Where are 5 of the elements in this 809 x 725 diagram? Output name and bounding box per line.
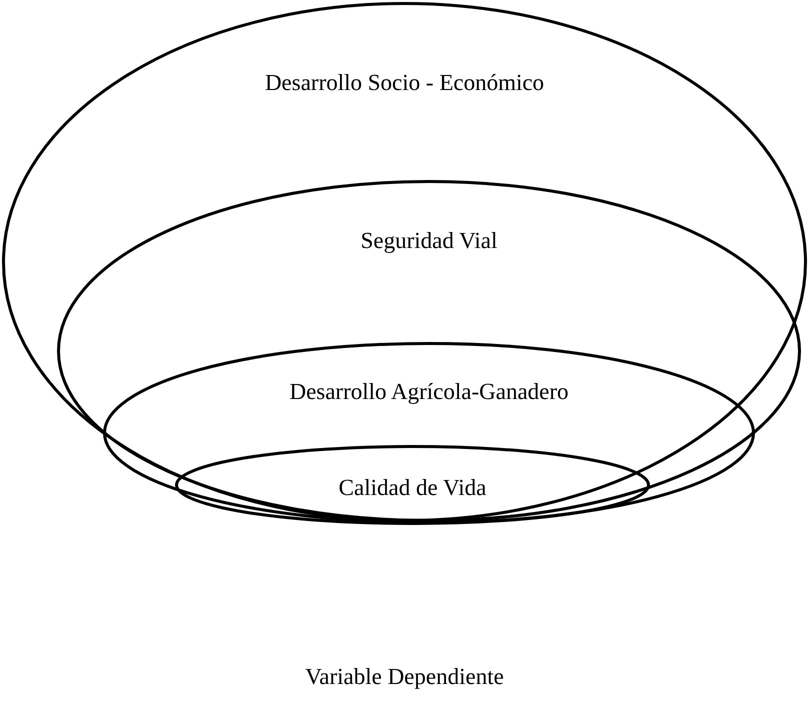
ellipse-label: Seguridad Vial (360, 228, 498, 254)
ellipse-label: Calidad de Vida (338, 475, 486, 501)
ellipse-label: Desarrollo Agrícola-Ganadero (289, 379, 569, 405)
ellipse-label: Desarrollo Socio - Económico (264, 70, 544, 96)
caption-text: Variable Dependiente (305, 664, 504, 689)
